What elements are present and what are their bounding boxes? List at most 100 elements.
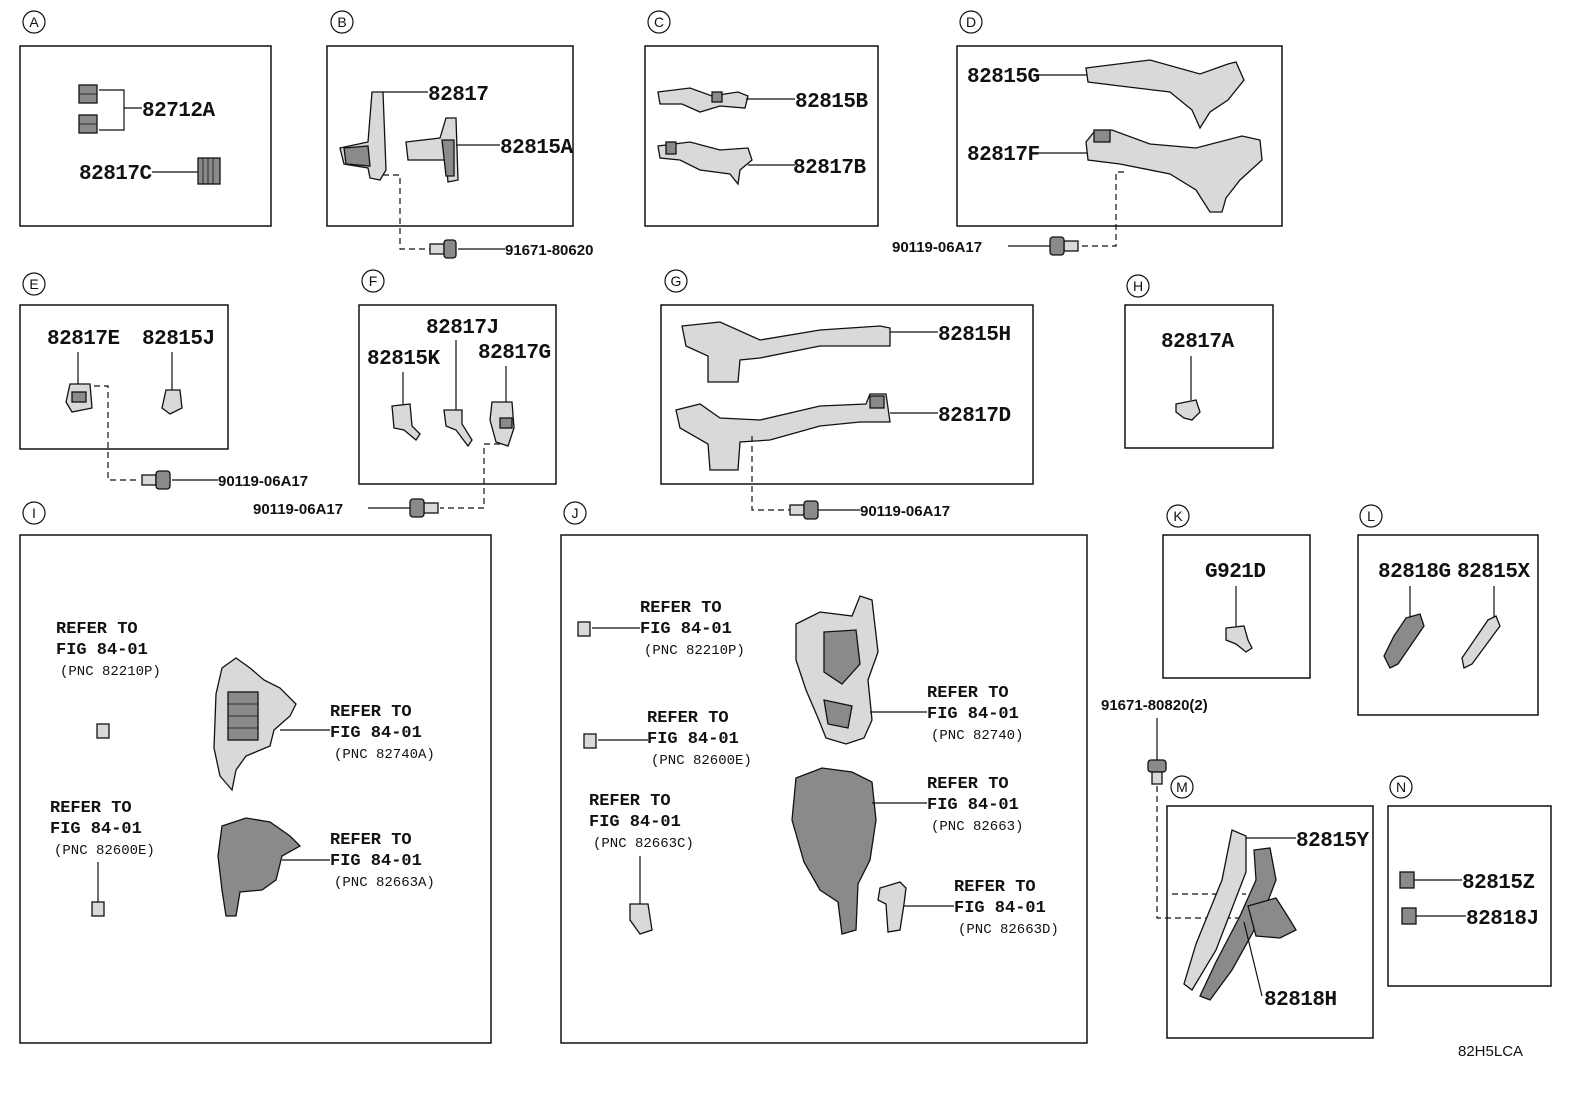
svg-text:G: G bbox=[671, 273, 682, 289]
svg-text:M: M bbox=[1176, 779, 1188, 795]
label-82817f: 82817F bbox=[967, 144, 1040, 167]
ref-i3-line1: REFER TO bbox=[50, 799, 132, 818]
part-82740-assembly bbox=[795, 595, 879, 745]
svg-text:D: D bbox=[966, 14, 976, 30]
ref-j5-pnc: (PNC 82663C) bbox=[593, 836, 694, 852]
svg-text:J: J bbox=[572, 505, 579, 521]
bolt-90119-06a17-d bbox=[1049, 236, 1079, 256]
part-82815y bbox=[1183, 829, 1247, 991]
svg-text:K: K bbox=[1173, 508, 1183, 524]
box-g bbox=[660, 304, 1034, 485]
svg-text:L: L bbox=[1367, 508, 1375, 524]
label-82712a: 82712A bbox=[142, 100, 216, 123]
label-82815k: 82815K bbox=[367, 348, 441, 371]
part-82817c bbox=[197, 157, 221, 185]
part-g921d bbox=[1225, 625, 1253, 653]
part-82663c bbox=[629, 903, 653, 935]
part-82712a-clips bbox=[78, 84, 98, 134]
ref-j1-line1: REFER TO bbox=[640, 599, 722, 618]
ref-j4-pnc: (PNC 82663) bbox=[931, 819, 1023, 835]
label-82817j: 82817J bbox=[426, 317, 499, 340]
svg-text:C: C bbox=[654, 14, 664, 30]
part-82817j bbox=[443, 409, 473, 448]
part-82815k bbox=[391, 403, 421, 441]
part-82817-bracket bbox=[339, 91, 387, 181]
part-82210p-i bbox=[96, 723, 110, 739]
section-circle-b: B bbox=[330, 10, 354, 34]
label-82817b: 82817B bbox=[793, 157, 867, 180]
diagram-code: 82H5LCA bbox=[1458, 1043, 1523, 1060]
box-b bbox=[326, 45, 574, 227]
part-82817g bbox=[489, 401, 515, 447]
ref-j1-pnc: (PNC 82210P) bbox=[644, 643, 745, 659]
ref-i4-line1: REFER TO bbox=[330, 831, 412, 850]
label-82815h: 82815H bbox=[938, 324, 1011, 347]
label-82815b: 82815B bbox=[795, 91, 869, 114]
ref-j4-line2: FIG 84-01 bbox=[927, 796, 1019, 815]
box-e bbox=[19, 304, 229, 450]
bolt-90119-06a17-g bbox=[789, 500, 819, 520]
section-circle-j: J bbox=[563, 501, 587, 525]
ref-i2-pnc: (PNC 82740A) bbox=[334, 747, 435, 763]
box-k bbox=[1162, 534, 1311, 679]
section-circle-h: H bbox=[1126, 274, 1150, 298]
box-m bbox=[1166, 805, 1374, 1039]
section-circle-a: A bbox=[22, 10, 46, 34]
part-82815b bbox=[657, 87, 749, 113]
section-circle-n: N bbox=[1389, 775, 1413, 799]
part-82818j bbox=[1401, 907, 1417, 925]
ref-i2-line1: REFER TO bbox=[330, 703, 412, 722]
section-circle-c: C bbox=[647, 10, 671, 34]
part-82663-assembly bbox=[791, 767, 877, 935]
part-82815a-bracket bbox=[405, 117, 459, 183]
box-c bbox=[644, 45, 879, 227]
ref-i3-line2: FIG 84-01 bbox=[50, 820, 142, 839]
label-82818g: 82818G bbox=[1378, 561, 1451, 584]
section-circle-k: K bbox=[1166, 504, 1190, 528]
ref-j6-line2: FIG 84-01 bbox=[954, 899, 1046, 918]
part-82815g bbox=[1085, 59, 1245, 130]
ref-j2-pnc: (PNC 82740) bbox=[931, 728, 1023, 744]
label-82818j: 82818J bbox=[1466, 908, 1539, 931]
box-f bbox=[358, 304, 557, 485]
section-circle-l: L bbox=[1359, 504, 1383, 528]
label-82818h: 82818H bbox=[1264, 989, 1337, 1012]
svg-text:I: I bbox=[32, 505, 36, 521]
bolt-90119-06a17-e bbox=[141, 470, 171, 490]
part-82663d bbox=[877, 881, 907, 933]
label-82817c: 82817C bbox=[79, 163, 153, 186]
ref-j4-line1: REFER TO bbox=[927, 775, 1009, 794]
part-82815j bbox=[161, 389, 183, 415]
svg-text:F: F bbox=[369, 273, 378, 289]
label-90119-06a17-d: 90119-06A17 bbox=[892, 239, 982, 256]
part-82818g bbox=[1383, 613, 1425, 669]
label-82817e: 82817E bbox=[47, 328, 120, 351]
part-82815z bbox=[1399, 871, 1415, 889]
label-91671-80820: 91671-80820(2) bbox=[1101, 697, 1208, 714]
ref-i1-pnc: (PNC 82210P) bbox=[60, 664, 161, 680]
section-circle-f: F bbox=[361, 269, 385, 293]
label-82815y: 82815Y bbox=[1296, 830, 1370, 853]
svg-text:E: E bbox=[29, 276, 38, 292]
svg-text:B: B bbox=[337, 14, 346, 30]
svg-text:N: N bbox=[1396, 779, 1406, 795]
ref-i1-line2: FIG 84-01 bbox=[56, 641, 148, 660]
bolt-91671-80820 bbox=[1147, 759, 1167, 785]
ref-i4-pnc: (PNC 82663A) bbox=[334, 875, 435, 891]
svg-text:H: H bbox=[1133, 278, 1143, 294]
label-90119-06a17-e: 90119-06A17 bbox=[218, 473, 308, 490]
label-82815j: 82815J bbox=[142, 328, 215, 351]
ref-i2-line2: FIG 84-01 bbox=[330, 724, 422, 743]
part-82817a bbox=[1175, 399, 1201, 421]
part-82817f bbox=[1085, 129, 1263, 213]
section-circle-e: E bbox=[22, 272, 46, 296]
ref-j2-line1: REFER TO bbox=[927, 684, 1009, 703]
ref-i3-pnc: (PNC 82600E) bbox=[54, 843, 155, 859]
part-82817b bbox=[657, 141, 753, 186]
svg-text:A: A bbox=[29, 14, 39, 30]
ref-j5-line2: FIG 84-01 bbox=[589, 813, 681, 832]
part-82740a-assembly bbox=[213, 657, 297, 792]
label-g921d: G921D bbox=[1205, 561, 1266, 584]
label-82815a: 82815A bbox=[500, 137, 574, 160]
